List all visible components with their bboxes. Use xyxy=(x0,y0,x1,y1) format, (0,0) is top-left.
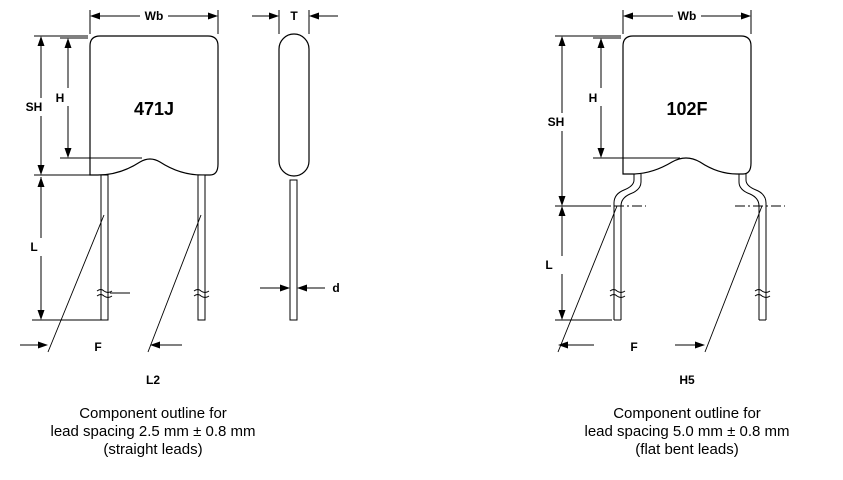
right-lead-1 xyxy=(613,174,635,320)
left-sh-dimension: SH xyxy=(26,35,100,176)
side-d-dimension: d xyxy=(260,281,340,295)
left-lead-2 xyxy=(197,174,206,321)
svg-text:Wb: Wb xyxy=(678,9,697,23)
right-lead-2 xyxy=(738,174,760,320)
left-body-marking: 471J xyxy=(134,99,174,119)
left-f-dimension: F xyxy=(20,214,202,354)
svg-text:SH: SH xyxy=(548,115,565,129)
svg-text:T: T xyxy=(290,9,298,23)
left-lead-break-2 xyxy=(193,289,210,298)
right-caption-line-3: (flat bent leads) xyxy=(635,441,738,458)
left-lead-1 xyxy=(100,174,109,321)
right-capacitor-body xyxy=(622,35,752,175)
left-l-dimension: L xyxy=(30,177,45,320)
right-h-dimension: H xyxy=(589,37,680,159)
right-caption-line-2: lead spacing 5.0 mm ± 0.8 mm xyxy=(585,423,790,440)
svg-text:H: H xyxy=(56,91,65,105)
left-figure-side-view xyxy=(278,33,310,321)
right-figure-label: H5 xyxy=(679,373,695,387)
side-view-body xyxy=(278,33,310,177)
svg-text:d: d xyxy=(332,281,339,295)
svg-text:H: H xyxy=(589,91,598,105)
svg-text:Wb: Wb xyxy=(145,9,164,23)
left-wb-dimension: Wb xyxy=(89,9,219,34)
side-t-dimension: T xyxy=(252,9,338,34)
right-figure-front-view: 102F xyxy=(596,35,785,321)
left-capacitor-body xyxy=(89,35,219,176)
svg-text:F: F xyxy=(630,340,637,354)
left-h-dimension: H xyxy=(56,37,142,159)
left-caption-line-3: (straight leads) xyxy=(103,441,202,458)
left-caption-line-2: lead spacing 2.5 mm ± 0.8 mm xyxy=(51,423,256,440)
svg-text:L: L xyxy=(30,240,37,254)
side-view-lead xyxy=(289,179,298,321)
right-sh-dimension: SH xyxy=(548,35,621,207)
left-lead-break-1 xyxy=(96,289,113,298)
right-caption-line-1: Component outline for xyxy=(613,405,761,422)
right-lead-break-1 xyxy=(609,289,626,298)
right-wb-dimension: Wb xyxy=(622,9,752,34)
right-f-dimension: F xyxy=(557,205,763,354)
left-figure-label: L2 xyxy=(146,373,160,387)
left-caption-line-1: Component outline for xyxy=(79,405,227,422)
svg-text:F: F xyxy=(94,340,101,354)
svg-text:SH: SH xyxy=(26,100,43,114)
svg-text:L: L xyxy=(545,258,552,272)
left-figure-front-view: 471J xyxy=(32,35,219,321)
right-body-marking: 102F xyxy=(666,99,707,119)
right-lead-break-2 xyxy=(754,289,771,298)
right-l-dimension: L xyxy=(545,206,612,321)
